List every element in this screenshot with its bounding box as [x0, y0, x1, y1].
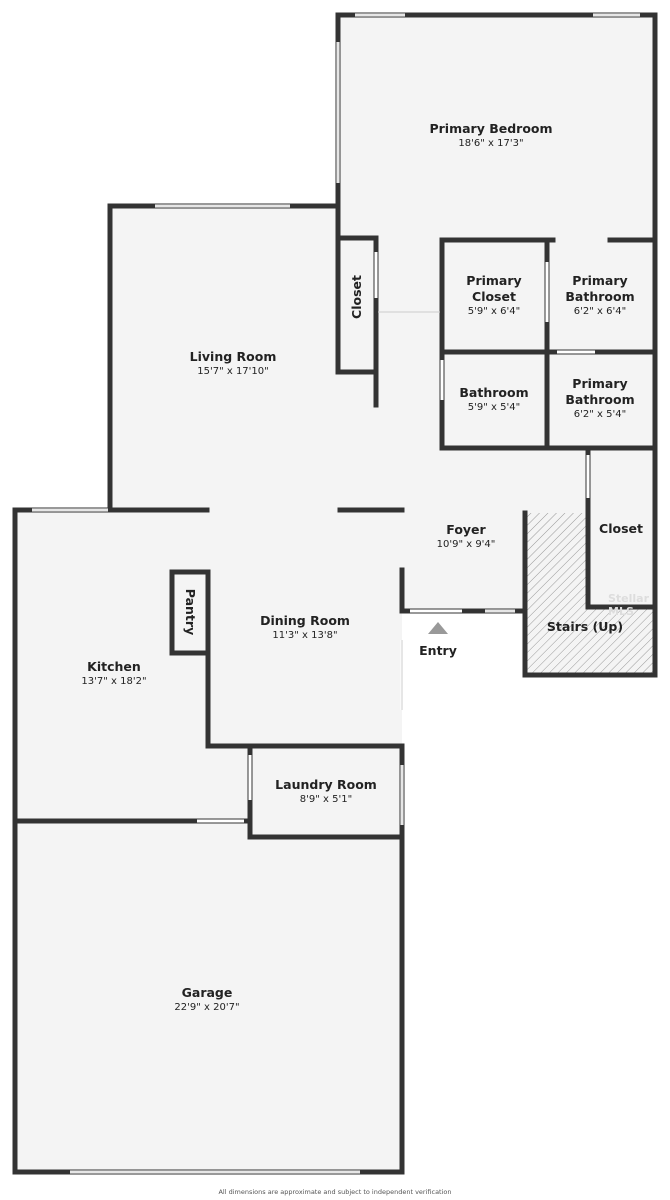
room-name: Laundry Room — [275, 777, 377, 792]
room-name: Bathroom — [459, 385, 529, 400]
room-name: Dining Room — [260, 613, 350, 628]
room-primary-bedroom: Primary Bedroom 18'6" x 17'3" — [429, 121, 552, 150]
room-laundry-room: Laundry Room 8'9" x 5'1" — [275, 777, 377, 806]
room-bathroom: Bathroom 5'9" x 5'4" — [459, 385, 528, 414]
room-name: Garage — [181, 985, 233, 1000]
room-closet-right: Closet — [599, 521, 643, 537]
room-kitchen: Kitchen 13'7" x 18'2" — [81, 659, 146, 688]
entry-label: Entry — [419, 643, 457, 659]
room-dims: 6'2" x 5'4" — [573, 409, 627, 420]
stairs-area — [525, 513, 655, 675]
room-stairs: Stairs (Up) — [547, 619, 623, 635]
room-dims: 13'7" x 18'2" — [81, 676, 147, 687]
room-name: Kitchen — [87, 659, 141, 674]
room-name: Entry — [419, 643, 457, 658]
room-name: Stairs (Up) — [546, 619, 624, 634]
watermark: Stellar MLS — [608, 592, 650, 618]
room-dims: 22'9" x 20'7" — [174, 1002, 240, 1013]
room-foyer: Foyer 10'9" x 9'4" — [437, 522, 496, 551]
room-dining-room: Dining Room 11'3" x 13'8" — [260, 613, 350, 642]
room-dims: 6'2" x 6'4" — [573, 306, 627, 317]
room-primary-bathroom: Primary Bathroom 6'2" x 6'4" — [555, 273, 645, 318]
room-name: Primary Bathroom — [565, 273, 635, 304]
room-garage: Garage 22'9" x 20'7" — [174, 985, 239, 1014]
room-name: Primary Closet — [466, 273, 522, 304]
entry-arrow-icon — [428, 622, 448, 634]
room-pantry: Pantry — [182, 589, 198, 635]
room-dims: 5'9" x 6'4" — [467, 306, 521, 317]
room-closet-left: Closet — [349, 275, 365, 319]
room-dims: 10'9" x 9'4" — [436, 539, 496, 550]
room-primary-bathroom-2: Primary Bathroom 6'2" x 5'4" — [555, 376, 645, 421]
room-dims: 8'9" x 5'1" — [299, 794, 353, 805]
room-name: Primary Bathroom — [565, 376, 635, 407]
room-name: Closet — [349, 275, 364, 319]
room-name: Pantry — [183, 588, 198, 636]
room-dims: 18'6" x 17'3" — [458, 138, 524, 149]
room-name: Primary Bedroom — [429, 121, 553, 136]
room-dims: 15'7" x 17'10" — [197, 366, 269, 377]
room-name: Closet — [599, 521, 643, 536]
room-name: Living Room — [189, 349, 277, 364]
room-living-room: Living Room 15'7" x 17'10" — [190, 349, 277, 378]
window-lines — [32, 14, 640, 1173]
room-name: Foyer — [446, 522, 486, 537]
room-primary-closet: Primary Closet 5'9" x 6'4" — [449, 273, 539, 318]
room-dims: 11'3" x 13'8" — [272, 630, 338, 641]
disclaimer: All dimensions are approximate and subje… — [218, 1188, 452, 1196]
room-dims: 5'9" x 5'4" — [467, 402, 521, 413]
